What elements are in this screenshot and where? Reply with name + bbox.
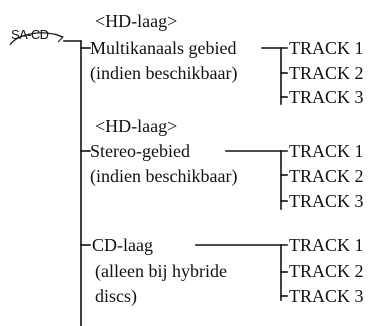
multichannel-area-label: Multikanaals gebied xyxy=(90,38,237,58)
stereo-track-1: TRACK 1 xyxy=(289,141,364,161)
stereo-track-2: TRACK 2 xyxy=(289,166,364,186)
multichannel-availability-note: (indien beschikbaar) xyxy=(90,63,238,83)
cd-layer-note-line-1: (alleen bij hybride xyxy=(95,261,227,281)
cd-track-1: TRACK 1 xyxy=(289,235,364,255)
hd-layer-2-header: <HD-laag> xyxy=(95,116,178,136)
stereo-area-label: Stereo-gebied xyxy=(90,141,190,161)
cd-track-3: TRACK 3 xyxy=(289,286,364,306)
multichannel-track-2: TRACK 2 xyxy=(289,63,364,83)
stereo-availability-note: (indien beschikbaar) xyxy=(90,166,238,186)
hd-layer-1-header: <HD-laag> xyxy=(95,11,178,31)
stereo-track-3: TRACK 3 xyxy=(289,191,364,211)
cd-layer-note-line-2: discs) xyxy=(95,286,137,306)
sacd-logo-text: SA-CD xyxy=(11,27,49,42)
multichannel-track-1: TRACK 1 xyxy=(289,38,364,58)
multichannel-track-3: TRACK 3 xyxy=(289,87,364,107)
cd-layer-label: CD-laag xyxy=(92,235,153,255)
sacd-logo-icon xyxy=(9,32,64,46)
cd-track-2: TRACK 2 xyxy=(289,261,364,281)
